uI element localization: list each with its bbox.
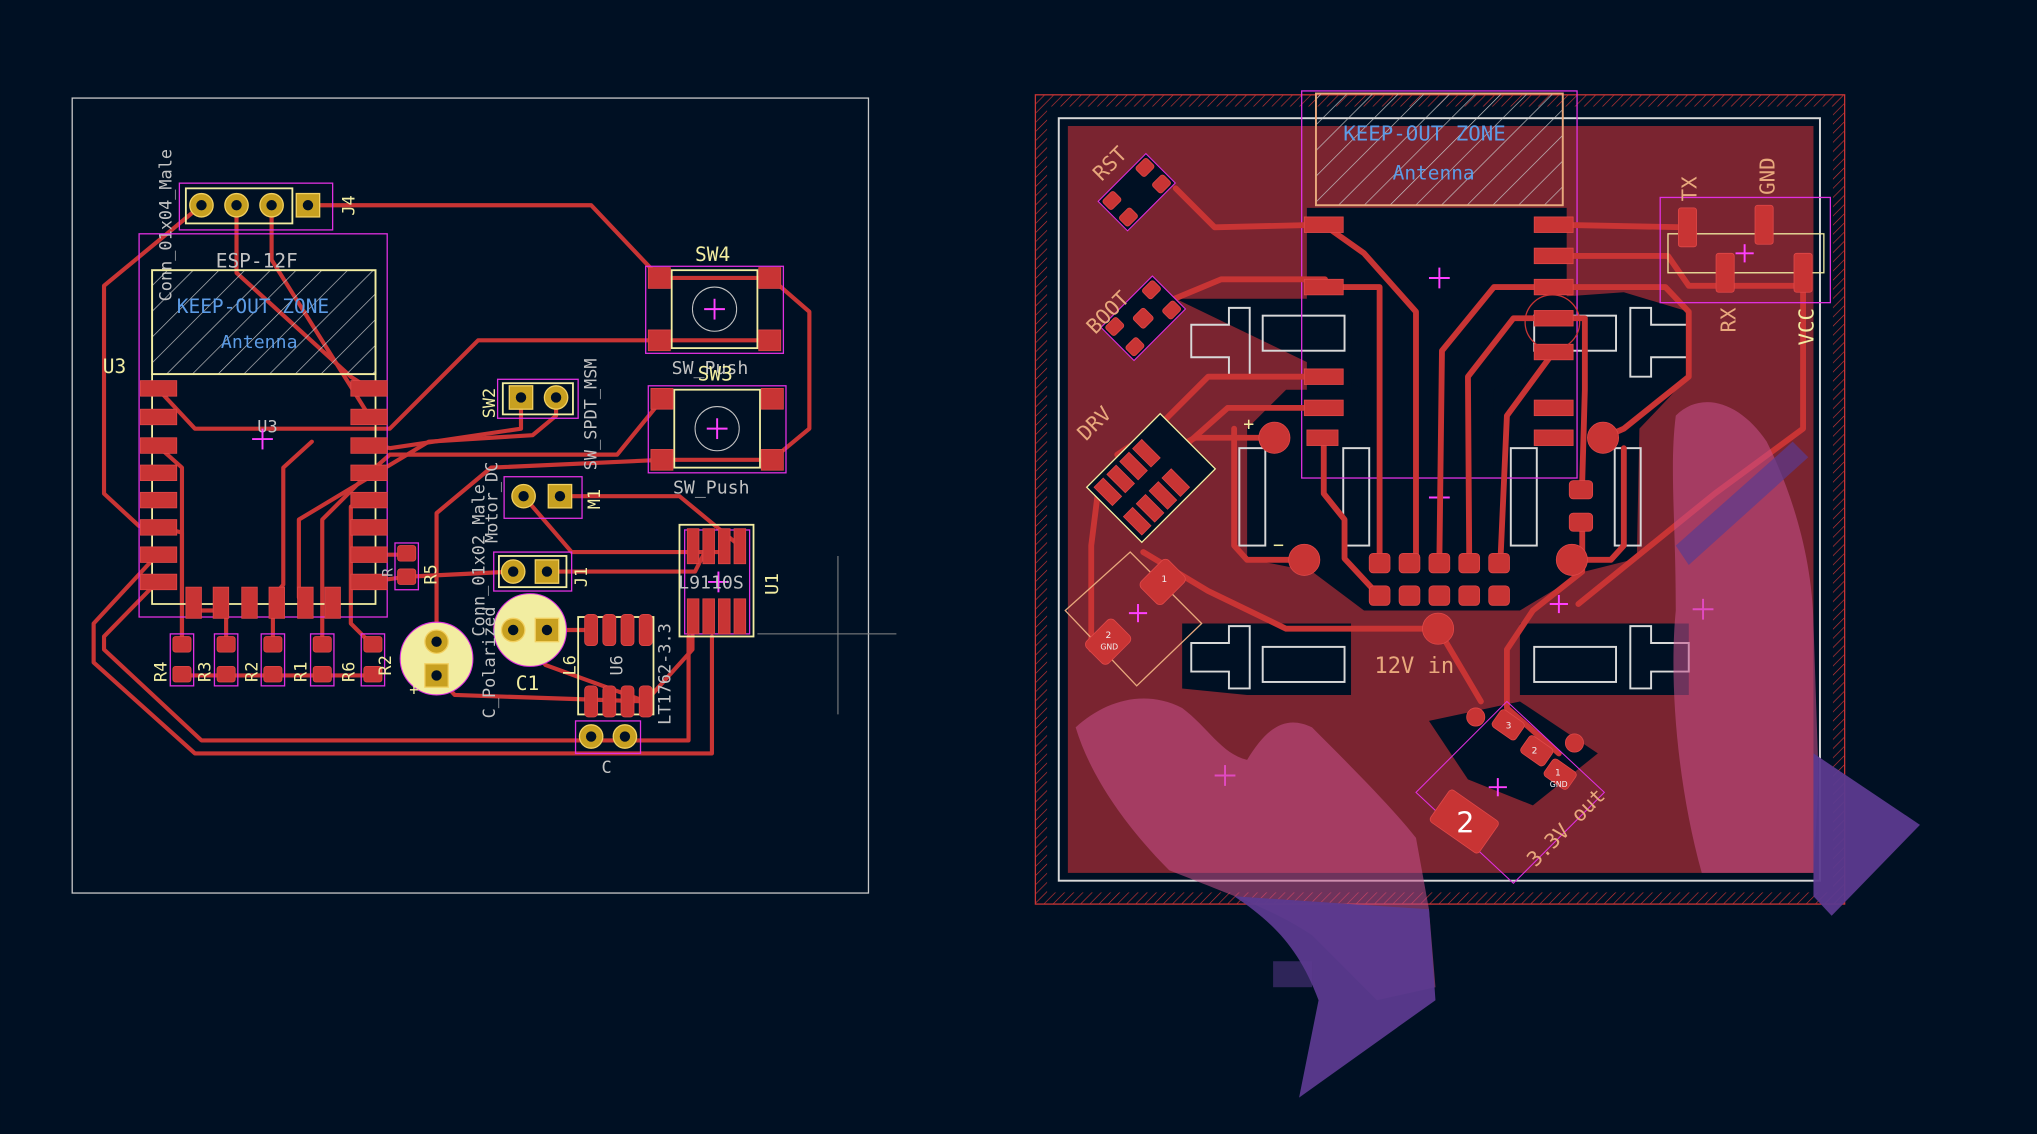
resistor-r2[interactable]: R2 <box>241 633 286 687</box>
sw4-ref-label: SW4 <box>695 243 730 266</box>
drv-pin2: 2 <box>1106 631 1112 641</box>
sw4-push-button[interactable]: SW4 SW_Push <box>645 243 785 379</box>
u6-lt1762-regulator[interactable]: L6 U6 LT1762-3.3 <box>560 614 675 725</box>
m1-ref-label: M1 <box>584 489 604 509</box>
u3-right-pads <box>350 380 388 591</box>
sw2-slide-switch[interactable]: SW2 SW_SPDT_MSM <box>479 358 600 470</box>
sw3-push-button[interactable]: SW3 SW_Push <box>647 363 787 499</box>
m1-value-label: Motor_DC <box>482 462 502 543</box>
right-board: KEEP-OUT ZONE Antenna <box>1034 90 1920 1098</box>
r6-label: R6 <box>339 662 359 682</box>
right-keepout-title: KEEP-OUT ZONE <box>1343 121 1506 145</box>
r2b-label: R2 <box>375 655 395 675</box>
hand-render-overlay <box>1075 402 1920 1098</box>
reg-pin3: 3 <box>1506 722 1512 732</box>
keepout-title: KEEP-OUT ZONE <box>177 295 329 318</box>
r3-label: R3 <box>195 662 215 682</box>
serial-header[interactable]: TX GND RX VCC <box>1659 157 1832 346</box>
u1-ref-label: U1 <box>762 573 783 595</box>
sw2-ref-label: SW2 <box>479 388 499 418</box>
sw3-value-label: SW_Push <box>673 478 750 499</box>
j1-value-label: Conn_01x02_Male <box>469 484 489 636</box>
r5-ref-label: R5 <box>421 564 441 584</box>
svg-text:+: + <box>409 681 418 699</box>
left-board: Conn_01x04_Male J4 ESP-12F KEEP-OUT ZONE… <box>71 97 897 894</box>
m1-motor-connector[interactable]: M1 Motor_DC <box>482 462 605 543</box>
rst-button[interactable] <box>1097 152 1177 232</box>
j1-ref-label: J1 <box>571 567 591 587</box>
regulator-3v3[interactable]: 2 3 2 1 GND <box>1415 700 1606 885</box>
reg-pin2: 2 <box>1532 746 1538 756</box>
resistor-row: R4 R3 R2 R1 R6 R2 <box>150 633 395 687</box>
sw4-value-label: SW_Push <box>672 358 749 379</box>
j1-connector[interactable]: Conn_01x02_Male J1 <box>469 484 592 636</box>
sw2-value-label: SW_SPDT_MSM <box>580 358 600 470</box>
u3-fab-label: U3 <box>257 417 277 437</box>
c1-polarized-capacitor[interactable]: C1 C_Polarized <box>479 593 567 719</box>
right-bottom-pad-grid <box>1368 480 1594 606</box>
rx-label: RX <box>1717 307 1741 333</box>
big-pad-label: 2 <box>1456 806 1474 840</box>
drv-gnd: GND <box>1100 642 1118 651</box>
r1-label: R1 <box>291 662 311 682</box>
u3-esp12f-module[interactable]: ESP-12F KEEP-OUT ZONE Antenna U3 U3 <box>103 233 388 619</box>
gnd-label: GND <box>1756 157 1780 195</box>
c1-ref-label: C1 <box>516 672 539 695</box>
board-outline <box>71 97 870 894</box>
u3-bottom-pads <box>185 586 341 619</box>
c-polarized-value-label: C_Polarized <box>479 607 499 719</box>
lt1762-value-label: LT1762-3.3 <box>654 623 674 725</box>
u3-ref-label: U3 <box>103 355 126 378</box>
r5-resistor[interactable]: R5 R <box>380 542 441 591</box>
resistor-r1[interactable]: R1 <box>291 633 335 687</box>
j4-ref-label: J4 <box>339 195 359 215</box>
r2-label: R2 <box>241 662 261 682</box>
right-esp-pads <box>1303 216 1581 446</box>
minus-mark: − <box>1273 535 1284 556</box>
drv-pin1: 1 <box>1161 575 1167 585</box>
c-value-label: C <box>602 757 612 777</box>
c-capacitor[interactable]: C <box>574 720 642 777</box>
reg-pin1: 1 <box>1555 768 1561 778</box>
u1-l9110s-driver[interactable]: L9110S U1 <box>678 523 783 638</box>
r4-label: R4 <box>150 662 170 682</box>
c-polarized-capacitor[interactable]: + <box>399 621 474 699</box>
esp-value-label: ESP-12F <box>216 250 298 273</box>
l6-ref-label: L6 <box>560 655 580 675</box>
resistor-r3[interactable]: R3 <box>195 633 239 687</box>
l9110s-value-label: L9110S <box>678 572 744 593</box>
power-round-pads: + − <box>1243 414 1620 645</box>
tx-label: TX <box>1678 176 1702 202</box>
drv-driver-chip[interactable] <box>1085 412 1217 544</box>
right-keepout-subtitle: Antenna <box>1393 161 1475 184</box>
u6-ref-label: U6 <box>606 655 626 675</box>
sw3-ref-label: SW3 <box>698 363 733 386</box>
r5-fab-label: R <box>380 568 396 577</box>
j4-value-label: Conn_01x04_Male <box>156 149 176 301</box>
boot-button[interactable] <box>1100 275 1187 362</box>
resistor-r4[interactable]: R4 <box>150 633 195 687</box>
plus-mark: + <box>1243 414 1254 435</box>
drv-input-component[interactable]: 1 2 GND <box>1064 551 1203 687</box>
vcc-label: VCC <box>1794 308 1818 346</box>
keepout-subtitle: Antenna <box>221 332 298 353</box>
u3-left-pads <box>140 380 178 591</box>
reg-gnd: GND <box>1550 780 1568 789</box>
j4-connector[interactable]: Conn_01x04_Male J4 <box>156 149 359 301</box>
12v-in-label: 12V in <box>1374 654 1454 679</box>
resistor-r6[interactable]: R6 R2 <box>339 633 395 687</box>
crosshair-marker <box>757 555 897 715</box>
